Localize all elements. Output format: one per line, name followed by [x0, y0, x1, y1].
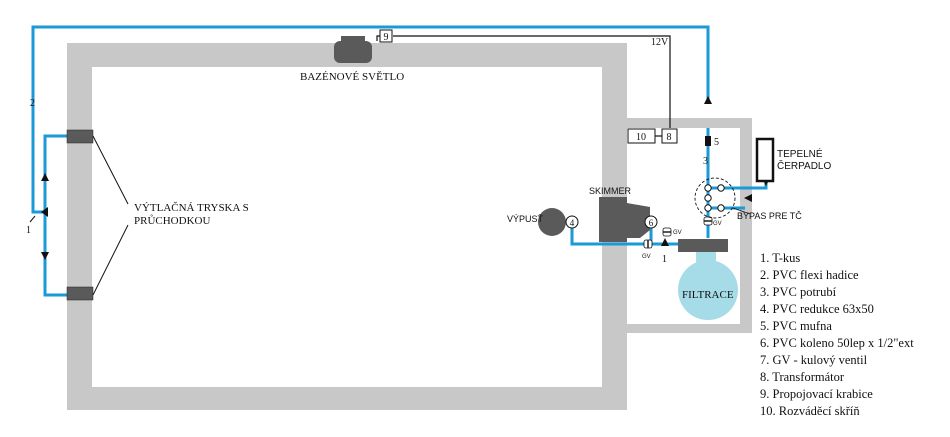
pool-light	[334, 36, 372, 63]
jet-nozzle-top	[66, 129, 94, 144]
drain	[538, 208, 566, 236]
bypass-outline	[694, 177, 736, 219]
gv-label-a: GV	[642, 254, 651, 260]
pool-light-label: BAZÉNOVÉ SVĚTLO	[300, 71, 404, 83]
skimmer-mouth	[627, 203, 650, 238]
jet-label-line2: PRŮCHODKOU	[134, 214, 210, 227]
jet-label-line1: VÝTLAČNÁ TRYSKA S	[134, 202, 249, 214]
bypass-valves	[704, 184, 725, 212]
filter-head	[678, 239, 728, 252]
arrow-up-left	[41, 173, 49, 181]
marker-2: 2	[30, 98, 35, 109]
bypass-label: BYPAS PRE TČ	[737, 211, 802, 221]
pool-light-body	[334, 41, 372, 63]
marker-1-left: 1	[26, 225, 31, 236]
jet-nozzles	[66, 129, 94, 301]
legend-item: 5. PVC mufna	[760, 319, 832, 333]
marker-8: 8	[667, 132, 672, 143]
legend-item: 9. Propojovací krabice	[760, 387, 873, 401]
jet-nozzle-bottom	[66, 286, 94, 301]
valve-skimmer-line: GV	[662, 227, 682, 237]
gv-label-b: GV	[673, 230, 682, 236]
heat-pump-label-line1: TEPELNÉ	[777, 147, 823, 160]
marker-9: 9	[384, 32, 389, 43]
arrow-heat-pump-out	[744, 194, 752, 202]
filter-tank	[678, 260, 738, 320]
gv-label-c: GV	[713, 221, 722, 227]
legend-item: 1. T-kus	[760, 251, 800, 265]
electric-wires	[376, 35, 671, 137]
marker-6: 6	[649, 218, 654, 228]
heat-pump	[755, 137, 775, 183]
filter-label: FILTRACE	[682, 289, 734, 301]
marker-1-bottom: 1	[662, 254, 667, 265]
valve-drain-line: GV	[642, 239, 653, 260]
pipe-flexi-hose	[31, 25, 710, 214]
junction-box	[379, 29, 393, 43]
legend-item: 4. PVC redukce 63x50	[760, 302, 874, 316]
distribution-cabinet	[627, 128, 656, 144]
legend: 1. T-kus 2. PVC flexi hadice 3. PVC potr…	[760, 251, 914, 418]
marker-4-circle	[565, 215, 579, 229]
voltage-label: 12V	[651, 37, 669, 48]
wire-light-to-box	[376, 35, 380, 41]
t-piece-left: 1	[26, 207, 48, 236]
marker-3: 3	[703, 156, 708, 167]
jet-leader-lines	[92, 135, 129, 296]
pipe-jet-feed	[43, 134, 69, 297]
legend-item: 8. Transformátor	[760, 370, 845, 384]
pvc-coupling	[705, 136, 711, 146]
pipe-skimmer-drain	[570, 222, 706, 246]
marker-6-circle	[644, 215, 658, 229]
marker-5: 5	[714, 137, 719, 148]
skimmer-body	[599, 197, 627, 242]
t-piece-bottom-icon	[661, 238, 669, 246]
skimmer	[599, 197, 650, 242]
legend-item: 2. PVC flexi hadice	[760, 268, 859, 282]
pool-light-cap	[341, 36, 365, 42]
heat-pump-label-line2: ČERPADLO	[777, 159, 831, 172]
wire-box-to-transformer	[393, 35, 671, 128]
marker-10: 10	[636, 132, 646, 143]
legend-item: 10. Rozváděcí skříň	[760, 404, 860, 418]
valve-riser: GV	[703, 216, 722, 227]
skimmer-label: SKIMMER	[589, 186, 632, 196]
filter-neck	[696, 252, 716, 262]
arrow-down-left	[41, 252, 49, 260]
legend-item: 6. PVC koleno 50lep x 1/2"ext	[760, 336, 914, 350]
drain-label: VÝPUSŤ	[507, 214, 544, 224]
arrow-up-top	[704, 96, 712, 104]
pool-inner-water	[92, 67, 602, 387]
legend-item: 7. GV - kulový ventil	[760, 353, 868, 367]
bypass-leader-line	[732, 207, 751, 215]
t-piece-arrow-icon	[41, 207, 48, 217]
pool-walls	[67, 43, 752, 410]
transformer	[661, 128, 678, 144]
legend-item: 3. PVC potrubí	[760, 285, 837, 299]
valves: GV GV GV	[642, 216, 722, 260]
pipes	[31, 25, 768, 297]
marker-4: 4	[570, 218, 575, 228]
